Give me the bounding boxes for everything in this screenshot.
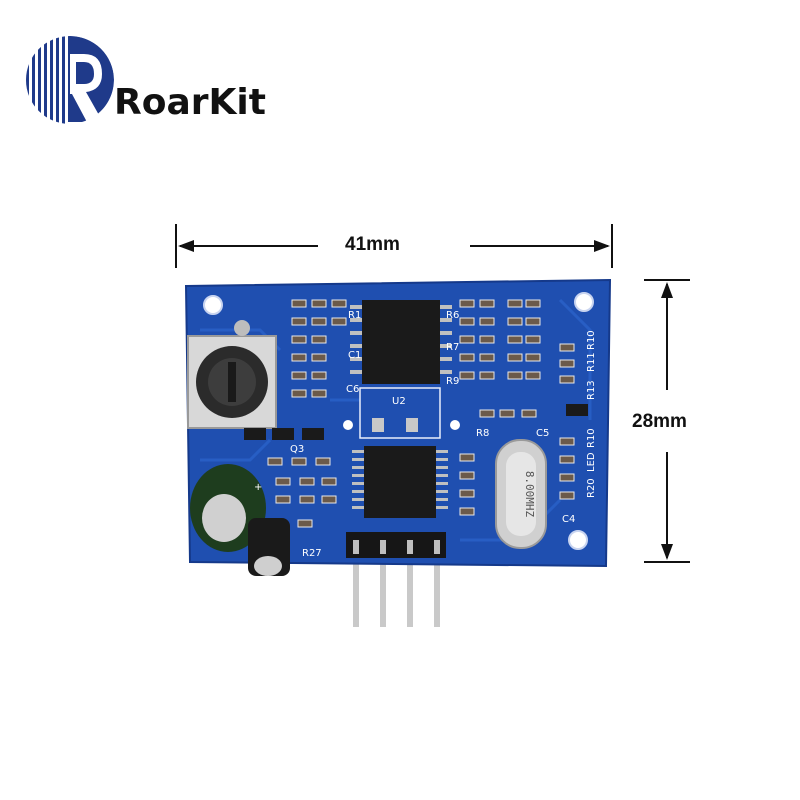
silkscreen-label: R27 [302,548,322,559]
ic-chip-bottom [352,446,448,518]
inductor-coil [187,320,277,429]
silkscreen-label: R20 [586,478,597,498]
silkscreen-label: C5 [536,428,549,439]
smd-components [267,299,575,528]
capacitor-small [248,518,290,576]
capacitor-large: + [190,464,266,552]
crystal-marking: 8.00MHZ [523,471,536,518]
svg-text:+: + [254,482,262,493]
silkscreen-label: R11 [586,352,597,372]
pin-header [346,532,446,558]
silkscreen-label: R7 [446,342,459,353]
transistors [244,404,588,440]
silkscreen-label: R10 [586,428,597,448]
silkscreen-label: C6 [346,384,359,395]
silkscreen-label: R8 [476,428,489,439]
silkscreen-label: R13 [586,380,597,400]
silkscreen-label: R1 [348,310,361,321]
brand-logo: RoarKit [22,32,292,132]
height-dimension-label: 28mm [632,411,687,432]
ic-chip-top [350,300,452,384]
silkscreen-label: C1 [348,350,361,361]
height-dimension-arrow [644,279,690,563]
header-pins [353,555,440,627]
silkscreen-label: R6 [446,310,459,321]
silkscreen-label: LED [586,452,597,472]
silkscreen-label: R9 [446,376,459,387]
brand-name: RoarKit [114,82,266,123]
crystal-oscillator [495,439,547,549]
silkscreen-label: R10 [586,330,597,350]
width-dimension-arrow [175,224,613,268]
silkscreen-label: C4 [562,514,575,525]
silkscreen-label: U2 [392,396,406,407]
silkscreen-label: Q3 [290,444,304,455]
width-dimension-label: 41mm [345,234,400,255]
roarkit-logo-icon [26,36,114,124]
u2-footprint [359,387,441,439]
